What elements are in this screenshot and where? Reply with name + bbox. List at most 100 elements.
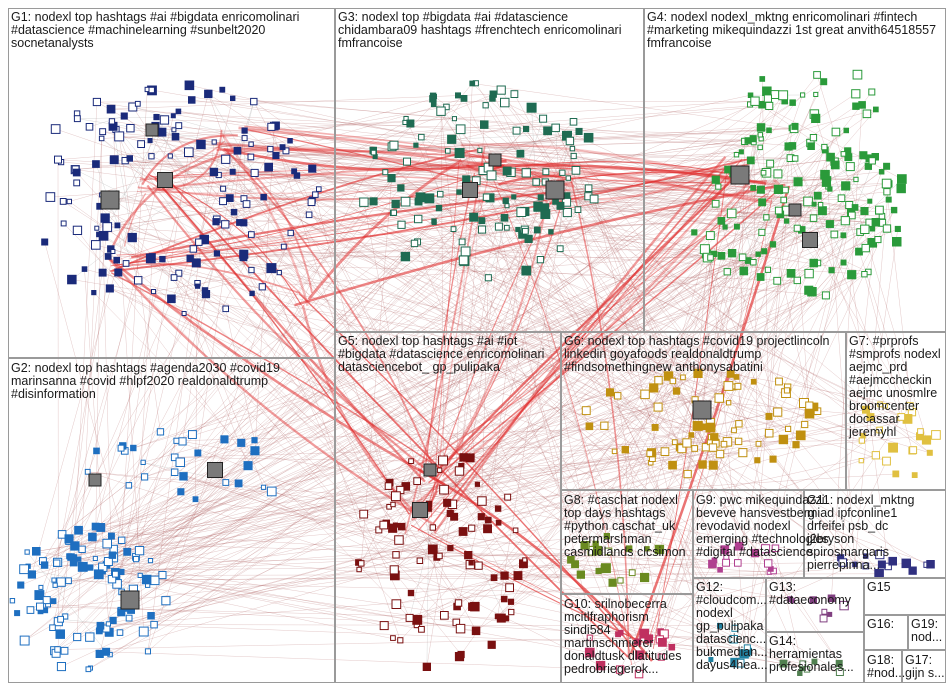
node-g12: [743, 649, 751, 657]
edge: [108, 130, 770, 625]
edge: [737, 221, 787, 387]
edge: [566, 135, 880, 574]
node-g2: [93, 447, 100, 455]
edge: [254, 223, 830, 451]
edge: [213, 171, 870, 202]
edge: [133, 241, 418, 590]
node-g10: [634, 669, 644, 679]
edge: [150, 166, 851, 617]
node-g4: [774, 206, 783, 215]
node-g2: [87, 564, 94, 571]
edge: [574, 172, 767, 565]
node-g3: [415, 192, 426, 203]
node-g13: [827, 611, 833, 617]
edge: [74, 148, 271, 547]
edge: [400, 484, 478, 491]
node-g7: [917, 428, 924, 435]
node-g3: [512, 126, 521, 135]
node-g3: [414, 214, 423, 224]
edge: [208, 93, 394, 214]
node-g4: [852, 102, 860, 110]
edge-strong: [145, 167, 745, 178]
node-g4: [809, 134, 818, 142]
node-g7: [860, 433, 866, 439]
node-g2: [109, 616, 117, 625]
node-g4: [820, 78, 828, 86]
node-g5: [418, 626, 425, 633]
node-g3: [502, 166, 512, 176]
node-g1: [92, 160, 100, 168]
edge: [263, 487, 510, 588]
node-g3: [369, 197, 378, 206]
edge: [421, 105, 770, 138]
node-g5: [408, 458, 414, 464]
edge: [96, 125, 179, 229]
edge: [232, 171, 640, 656]
node-g3: [510, 90, 519, 98]
edge: [151, 155, 789, 430]
hub-node: [462, 182, 478, 198]
node-g1: [91, 240, 101, 250]
node-g8: [604, 547, 613, 556]
node-g13: [827, 594, 836, 603]
node-g1: [67, 274, 77, 285]
node-g3: [569, 118, 578, 126]
node-g1: [260, 193, 267, 201]
node-g1: [280, 243, 287, 250]
node-g4: [788, 142, 797, 150]
node-g1: [191, 258, 201, 268]
node-g4: [773, 169, 783, 179]
edge: [57, 140, 571, 650]
node-g4: [813, 91, 819, 98]
node-g1: [267, 122, 276, 131]
edge: [133, 127, 556, 449]
edge: [672, 380, 774, 572]
node-g3: [484, 274, 492, 282]
node-g13: [839, 600, 849, 611]
edge: [461, 273, 865, 467]
edge: [53, 161, 408, 581]
node-g4: [750, 185, 757, 191]
node-g5: [483, 524, 493, 534]
node-g3: [424, 193, 435, 204]
node-g4: [757, 144, 763, 151]
node-g1: [100, 213, 110, 223]
node-g4: [778, 90, 789, 101]
node-g4: [848, 211, 856, 220]
node-g2: [32, 547, 41, 556]
edge: [453, 83, 473, 517]
node-g12: [735, 658, 745, 668]
edge: [232, 171, 715, 438]
node-g5: [500, 571, 509, 580]
node-g2: [192, 496, 199, 503]
node-g6: [683, 469, 692, 479]
node-g3: [563, 192, 571, 199]
edge: [56, 530, 79, 564]
node-g5: [458, 527, 468, 536]
edge: [463, 98, 734, 640]
node-g4: [840, 259, 847, 266]
node-g4: [715, 183, 722, 190]
edge: [109, 288, 444, 461]
node-g3: [436, 106, 446, 116]
node-g5: [454, 466, 465, 476]
edge: [211, 181, 546, 470]
node-g6: [708, 443, 718, 452]
node-g1: [221, 154, 231, 164]
node-g5: [504, 493, 512, 501]
node-g3: [494, 222, 503, 231]
hub-node: [145, 123, 159, 137]
hub-node: [488, 153, 502, 167]
edge: [147, 441, 739, 586]
edge: [268, 167, 519, 576]
node-g2: [158, 571, 167, 580]
node-g2: [112, 579, 122, 589]
edge: [734, 235, 844, 663]
edge: [55, 441, 739, 586]
node-g2: [40, 561, 49, 569]
edge: [398, 427, 711, 541]
edge: [214, 141, 626, 450]
node-g4: [793, 177, 803, 187]
edge: [195, 283, 198, 500]
edge: [125, 160, 870, 223]
